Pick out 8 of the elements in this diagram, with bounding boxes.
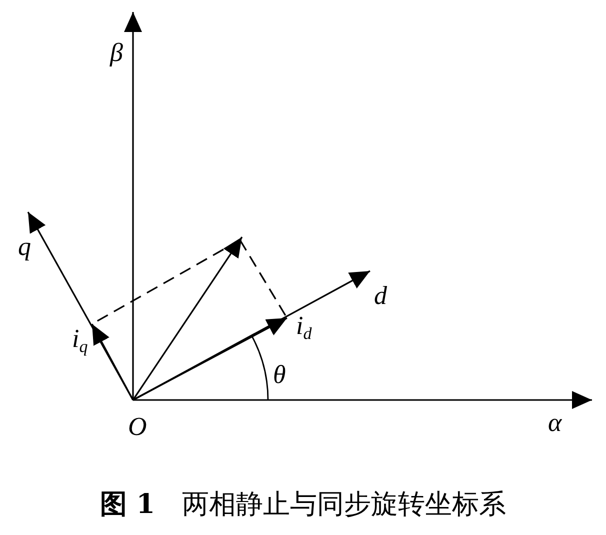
component-label: i$_{d}$ xyxy=(296,313,312,339)
figure-caption: 图 1 两相静止与同步旋转坐标系 xyxy=(98,488,508,522)
angle-label: θ xyxy=(273,362,286,388)
axis-label: α xyxy=(548,410,562,436)
origin-label: O xyxy=(128,414,147,440)
axis-label: β xyxy=(110,40,123,66)
axis-label: q xyxy=(18,234,31,260)
axis-label: d xyxy=(374,283,387,309)
